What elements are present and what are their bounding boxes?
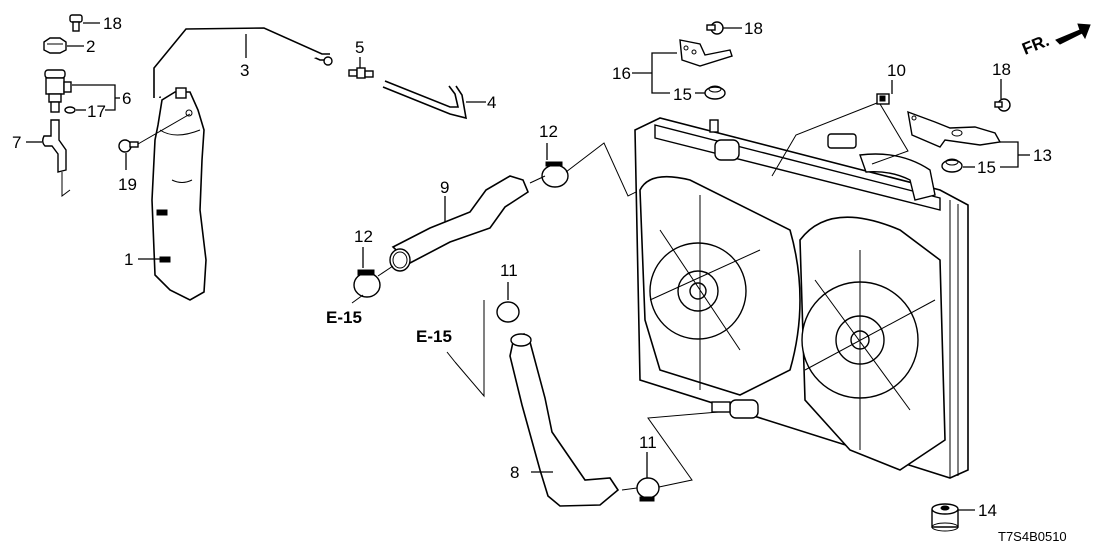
callout-17: 17 xyxy=(87,102,106,121)
callout-1: 1 xyxy=(124,250,133,269)
reserve-tank-cap[interactable] xyxy=(43,37,67,54)
callout-5: 5 xyxy=(355,38,364,57)
callout-14: 14 xyxy=(978,501,997,520)
reference-e15-a[interactable]: E-15 xyxy=(326,308,362,327)
hose-clamp-11-lower[interactable] xyxy=(636,477,660,502)
bolt-18-bracket-left[interactable] xyxy=(706,21,724,35)
overflow-tube[interactable] xyxy=(153,27,333,98)
callout-11-upper: 11 xyxy=(500,261,518,280)
hose-clamp-11-upper[interactable] xyxy=(496,301,520,323)
callout-7: 7 xyxy=(12,133,21,152)
callout-11-lower: 11 xyxy=(639,433,657,452)
callout-12-lower: 12 xyxy=(354,227,373,246)
lower-radiator-hose[interactable] xyxy=(509,332,620,507)
flange-bolt-19[interactable] xyxy=(118,139,139,153)
callout-15-left: 15 xyxy=(673,85,692,104)
upper-bracket-left[interactable] xyxy=(679,39,733,67)
callout-9: 9 xyxy=(440,178,449,197)
bolt-18-bracket-right[interactable] xyxy=(994,98,1011,112)
callout-16: 16 xyxy=(612,64,631,83)
callout-15-right: 15 xyxy=(977,158,996,177)
callout-19: 19 xyxy=(118,175,137,194)
callout-6: 6 xyxy=(122,89,131,108)
callout-13: 13 xyxy=(1033,146,1052,165)
reference-e15-b[interactable]: E-15 xyxy=(416,327,452,346)
callout-18-bracket-right: 18 xyxy=(992,60,1011,79)
o-ring-17[interactable] xyxy=(64,106,76,114)
bolt-18-tank[interactable] xyxy=(69,14,83,32)
siphon-tube[interactable] xyxy=(382,80,467,120)
callout-2: 2 xyxy=(86,37,95,56)
cap-assembly[interactable] xyxy=(44,69,72,113)
front-direction-indicator: FR. xyxy=(1019,23,1091,59)
reserve-tank[interactable] xyxy=(151,87,207,301)
lower-cushion-14[interactable] xyxy=(931,503,959,532)
hose-clamp-12-upper[interactable] xyxy=(541,161,569,188)
callout-18-bracket-left: 18 xyxy=(744,19,763,38)
drain-hose[interactable] xyxy=(42,119,67,173)
callout-10: 8 xyxy=(510,463,519,482)
figure-code: T7S4B0510 xyxy=(998,529,1067,544)
front-label: FR. xyxy=(1019,31,1052,59)
hose-clip-8[interactable] xyxy=(876,93,890,105)
callout-8: 10 xyxy=(887,61,906,80)
upper-radiator-hose[interactable] xyxy=(389,175,529,272)
hose-clamp-12-lower[interactable] xyxy=(353,269,381,298)
radiator-assembly[interactable] xyxy=(634,117,969,479)
front-arrow-icon xyxy=(1055,23,1091,45)
upper-cushion-15-left[interactable] xyxy=(704,85,726,100)
tube-joint-5[interactable] xyxy=(348,67,374,79)
callout-3: 3 xyxy=(240,61,249,80)
callout-4: 4 xyxy=(487,93,496,112)
callout-18-tank: 18 xyxy=(103,14,122,33)
upper-bracket-right[interactable] xyxy=(907,110,1002,148)
callout-12-upper: 12 xyxy=(539,122,558,141)
upper-cushion-15-right[interactable] xyxy=(941,158,963,173)
